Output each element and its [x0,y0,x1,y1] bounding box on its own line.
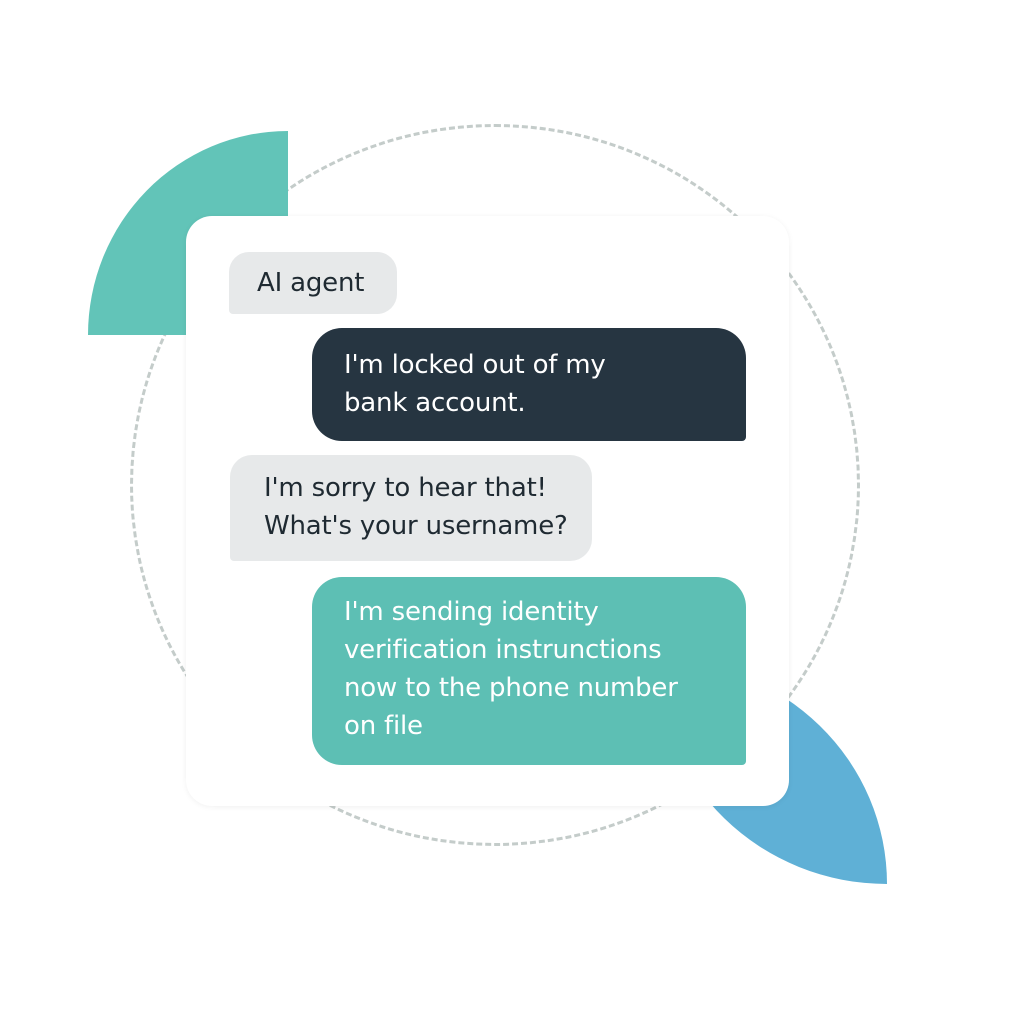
agent-name-label: AI agent [257,268,365,298]
agent-message-text: I'm sorry to hear that! What's your user… [264,473,568,541]
user-message-text: I'm sending identity verification instru… [344,597,678,741]
user-message-text: I'm locked out of my bank account. [344,350,606,418]
agent-name-tag: AI agent [229,252,397,314]
agent-message-bubble: I'm sorry to hear that! What's your user… [230,455,592,561]
user-message-bubble: I'm locked out of my bank account. [312,328,746,441]
dashed-ring-decoration [130,124,860,846]
user-message-bubble: I'm sending identity verification instru… [312,577,746,765]
